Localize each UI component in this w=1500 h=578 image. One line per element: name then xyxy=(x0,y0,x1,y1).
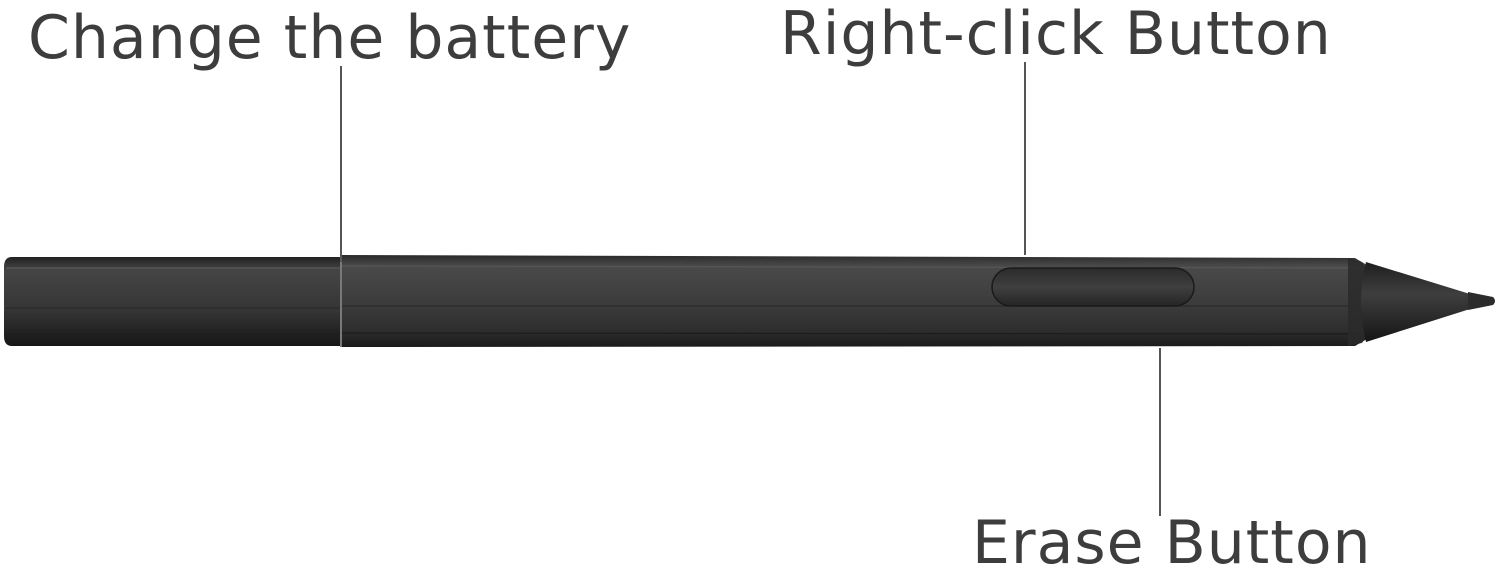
pen-nib xyxy=(1468,292,1495,310)
right-click-button xyxy=(991,267,1195,307)
pen-cone xyxy=(1361,262,1470,342)
barrel-facet-line xyxy=(341,265,1361,269)
stylus-pen xyxy=(4,255,1495,347)
change-battery-label: Change the battery xyxy=(28,3,632,73)
battery-cap xyxy=(4,257,340,346)
right-click-button-label: Right-click Button xyxy=(780,0,1332,69)
barrel-facet-line xyxy=(341,332,1361,335)
erase-button-label: Erase Button xyxy=(972,508,1372,578)
